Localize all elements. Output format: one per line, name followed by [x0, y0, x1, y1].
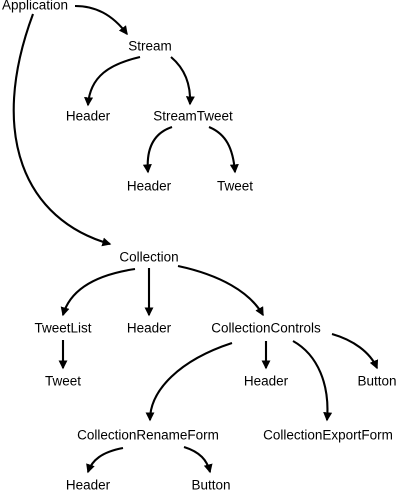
edge-controls-exportform: [292, 340, 333, 422]
edge-application-collection: [12, 13, 112, 247]
node-collection: Collection: [119, 250, 178, 265]
edge-application-stream: [74, 4, 128, 36]
edge-renameform-header: [86, 446, 124, 474]
node-tweetlist: TweetList: [34, 321, 91, 336]
edge-collection-tweetlist: [60, 267, 136, 317]
edge-controls-button: [331, 332, 379, 370]
edge-stream-streamtweet: [170, 56, 195, 106]
edge-controls-renameform: [145, 342, 233, 422]
node-rename-header: Header: [66, 478, 111, 492]
node-tweetlist-tweet: Tweet: [45, 374, 81, 389]
node-streamtweet-tweet: Tweet: [217, 179, 253, 194]
node-collectioncontrols: CollectionControls: [211, 321, 321, 336]
edge-stream-header: [84, 55, 141, 107]
node-rename-button: Button: [191, 478, 230, 492]
node-streamtweet-header: Header: [127, 179, 172, 194]
node-collectionrenameform: CollectionRenameForm: [77, 428, 219, 443]
node-collection-header: Header: [127, 321, 172, 336]
edge-streamtweet-tweet: [208, 126, 239, 174]
node-stream: Stream: [128, 39, 172, 54]
edge-layer: [12, 4, 379, 474]
edge-collection-collectioncontrols: [177, 264, 264, 317]
node-stream-header: Header: [66, 109, 111, 124]
node-collectionexportform: CollectionExportForm: [263, 428, 393, 443]
node-controls-header: Header: [244, 374, 289, 389]
node-streamtweet: StreamTweet: [153, 109, 233, 124]
edge-streamtweet-header: [142, 126, 173, 174]
node-application: Application: [2, 0, 68, 13]
node-controls-button: Button: [357, 374, 396, 389]
edge-renameform-button: [183, 445, 213, 474]
